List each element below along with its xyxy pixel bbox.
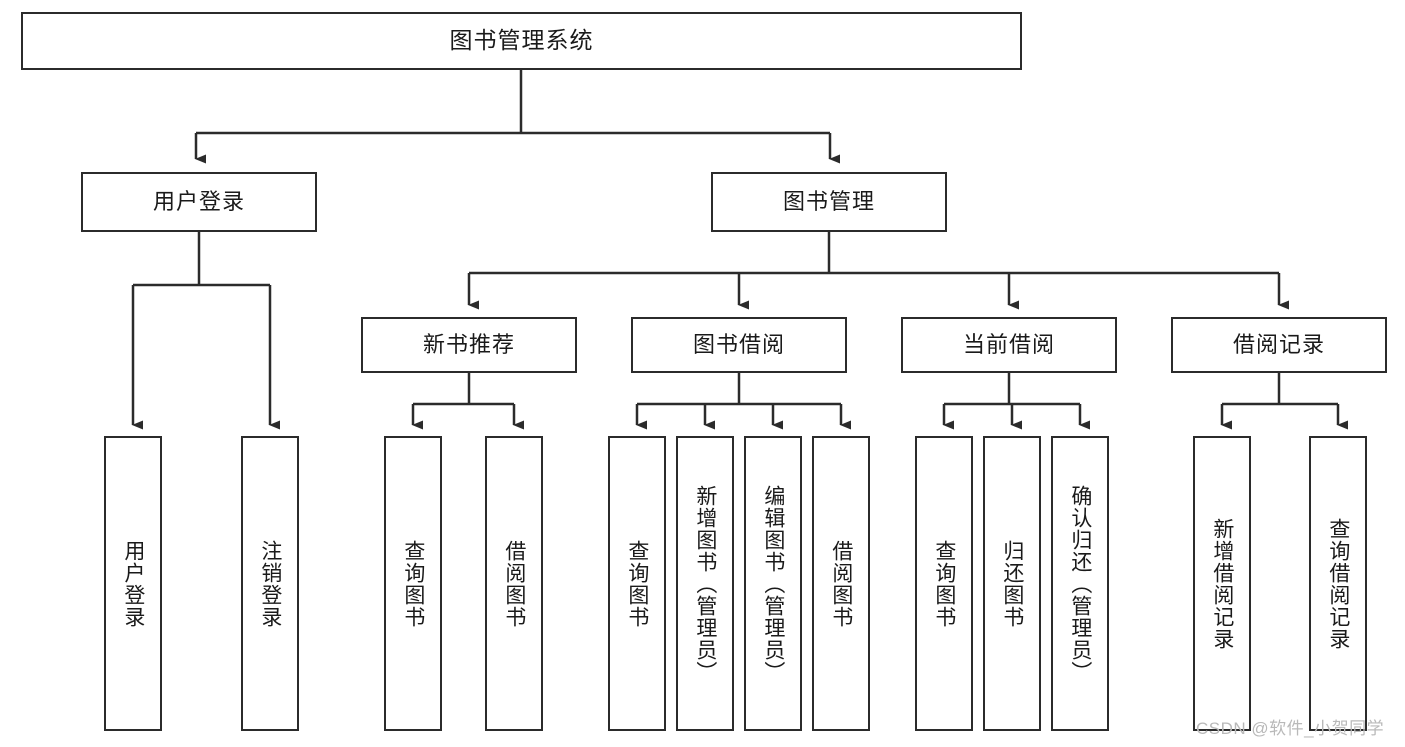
leaf-current-query-book[interactable]: 查询图书 (915, 436, 973, 731)
node-label: 查询图书 (401, 539, 425, 628)
leaf-user-login-logout[interactable]: 注销登录 (241, 436, 299, 731)
leaf-borrow-query-book[interactable]: 查询图书 (608, 436, 666, 731)
leaf-current-confirm-return-admin[interactable]: 确认归还（管理员） (1051, 436, 1109, 731)
node-label: 借阅记录 (1232, 331, 1325, 357)
leaf-recommend-borrow-book[interactable]: 借阅图书 (485, 436, 543, 731)
node-label: 图书借阅 (692, 331, 785, 357)
node-book-borrow[interactable]: 图书借阅 (631, 317, 847, 373)
leaf-record-query-record[interactable]: 查询借阅记录 (1309, 436, 1367, 731)
node-label: 图书管理 (782, 188, 875, 214)
node-borrow-record[interactable]: 借阅记录 (1171, 317, 1387, 373)
node-label: 查询借阅记录 (1326, 517, 1350, 650)
node-label: 借阅图书 (829, 539, 853, 628)
node-label: 当前借阅 (962, 331, 1055, 357)
leaf-record-add-record[interactable]: 新增借阅记录 (1193, 436, 1251, 731)
leaf-recommend-query-book[interactable]: 查询图书 (384, 436, 442, 731)
node-label: 用户登录 (121, 539, 145, 628)
leaf-borrow-add-book-admin[interactable]: 新增图书（管理员） (676, 436, 734, 731)
leaf-borrow-borrow-book[interactable]: 借阅图书 (812, 436, 870, 731)
node-label: 归还图书 (1000, 539, 1024, 628)
node-book-management[interactable]: 图书管理 (711, 172, 947, 232)
node-label: 查询图书 (625, 539, 649, 628)
leaf-borrow-edit-book-admin[interactable]: 编辑图书（管理员） (744, 436, 802, 731)
leaf-current-return-book[interactable]: 归还图书 (983, 436, 1041, 731)
leaf-user-login-login[interactable]: 用户登录 (104, 436, 162, 731)
node-label: 编辑图书（管理员） (761, 484, 785, 683)
node-label: 确认归还（管理员） (1068, 484, 1092, 683)
node-label: 查询图书 (932, 539, 956, 628)
node-label: 新书推荐 (422, 331, 515, 357)
node-user-login[interactable]: 用户登录 (81, 172, 317, 232)
node-label: 图书管理系统 (449, 27, 594, 54)
node-label: 注销登录 (258, 539, 282, 628)
node-root-system[interactable]: 图书管理系统 (21, 12, 1022, 70)
node-label: 用户登录 (152, 188, 245, 214)
node-current-borrow[interactable]: 当前借阅 (901, 317, 1117, 373)
node-new-book-recommend[interactable]: 新书推荐 (361, 317, 577, 373)
watermark: CSDN @软件_小贺同学 (1196, 719, 1385, 738)
node-label: 新增借阅记录 (1210, 517, 1234, 650)
node-label: 新增图书（管理员） (693, 484, 717, 683)
node-label: 借阅图书 (502, 539, 526, 628)
